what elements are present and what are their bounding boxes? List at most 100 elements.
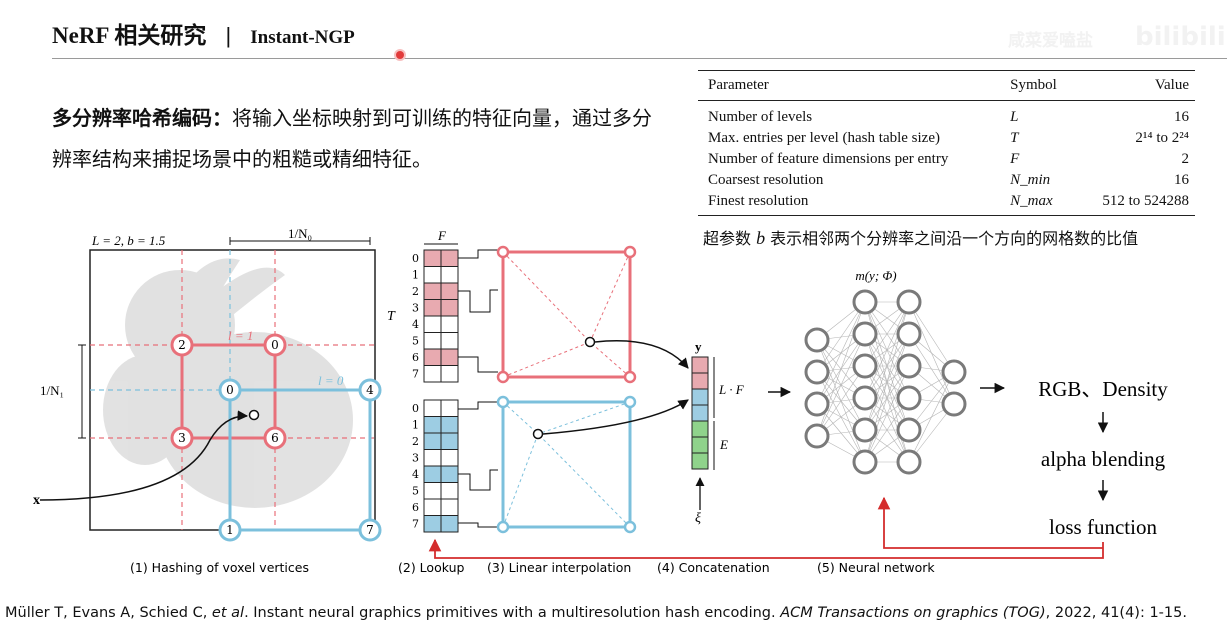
watermark-text: 咸菜爱嗑盐: [1008, 31, 1093, 51]
vector-cell: [691, 372, 709, 390]
citation-title: . Instant neural graphics primitives wit…: [244, 605, 781, 621]
table-cell: [423, 465, 442, 483]
neural-network: m(y; Φ): [804, 268, 1006, 475]
caption-lookup: (2) Lookup: [398, 560, 464, 575]
description-body: 将输入坐标映射到可训练的特征向量，通过多分辨率结构来捕捉场景中的粗糙或精细特征。: [52, 106, 652, 171]
caption-var: b: [756, 228, 766, 248]
network-node: [852, 321, 878, 347]
network-node: [804, 423, 830, 449]
table-cell: [440, 482, 459, 500]
red-vertex-label: 3: [178, 431, 186, 445]
value-cell: 512 to 524288: [1073, 191, 1195, 216]
table-index: 6: [412, 501, 419, 514]
interpolation-panels: [496, 245, 689, 534]
voxel-panel: 2 0 3 6 0 4 1 7 x L = 2, b = 1.5 1/N₀: [33, 226, 382, 542]
mlp-label: m(y; Φ): [855, 268, 896, 283]
red-vertex-label: 6: [271, 431, 279, 445]
symbol-cell: N_max: [1000, 191, 1074, 216]
blue-vertex-label: 1: [226, 523, 234, 537]
table-index: 5: [412, 335, 419, 348]
param-cell: Number of feature dimensions per entry: [708, 151, 949, 167]
network-node: [896, 449, 922, 475]
red-vertex-label: 2: [178, 338, 186, 352]
slide-title: NeRF 相关研究: [52, 23, 207, 48]
vector-cell: [691, 420, 709, 438]
network-node: [804, 359, 830, 385]
table-cell: [440, 465, 459, 483]
red-interp-square: [501, 250, 632, 379]
table-caption: 超参数 b 表示相邻两个分辨率之间沿一个方向的网格数的比值: [703, 225, 1138, 249]
param-cell: Max. entries per level (hash table size): [708, 130, 940, 146]
citation-journal: ACM Transactions on graphics (TOG): [780, 605, 1046, 621]
bilibili-logo: bilibili: [1135, 22, 1226, 52]
red-vertex: [263, 426, 287, 450]
table-row: Number of levels L 16: [698, 101, 1195, 129]
value-cell: 16: [1174, 172, 1189, 188]
n1-label: 1/N₁: [40, 383, 64, 398]
red-to-concat-arrow: [594, 340, 689, 369]
red-interp-point: [584, 336, 596, 348]
vector-cell: [691, 452, 709, 470]
level0-label: l = 0: [318, 373, 344, 388]
table-row: Coarsest resolution N_min 16: [698, 170, 1195, 191]
value-cell: 16: [1174, 109, 1189, 125]
xi-label: ξ: [695, 511, 701, 526]
level1-label: l = 1: [228, 328, 253, 343]
loss-function-label: loss function: [1049, 515, 1157, 539]
network-node: [852, 417, 878, 443]
table-index: 0: [412, 402, 419, 415]
table-cell: [423, 266, 442, 284]
blue-vertex: [218, 518, 242, 542]
table-cell: [440, 299, 459, 317]
output-stack: RGB、Density alpha blending loss function: [1038, 377, 1168, 539]
alpha-blending-label: alpha blending: [1041, 447, 1166, 471]
vector-cell: [691, 404, 709, 422]
table-index: 2: [412, 435, 419, 448]
network-node: [852, 289, 878, 315]
table-index: 3: [412, 452, 419, 465]
table-cell: [440, 365, 459, 383]
table-cell: [423, 482, 442, 500]
caption-neural-network: (5) Neural network: [817, 560, 935, 575]
blue-vertices: 0 4 1 7: [218, 378, 382, 542]
table-cell: [440, 249, 459, 267]
n0-label: 1/N₀: [288, 226, 312, 241]
table-cell: [440, 432, 459, 450]
params-label: L = 2, b = 1.5: [91, 233, 166, 248]
red-vertex: [170, 333, 194, 357]
laser-pointer-dot: [396, 51, 404, 59]
vector-cell: [691, 356, 709, 374]
table-row: Max. entries per level (hash table size)…: [698, 128, 1195, 149]
table-cell: [423, 365, 442, 383]
parameter-table: Parameter Symbol Value Number of levels …: [698, 70, 1195, 216]
symbol-cell: F: [1010, 151, 1020, 167]
table-cell: [423, 399, 442, 417]
concat-vector: y L · F E ξ: [691, 339, 792, 526]
blue-vertex-label: 0: [226, 383, 234, 397]
blue-vertex-label: 7: [366, 523, 374, 537]
caption-hashing: (1) Hashing of voxel vertices: [130, 560, 309, 575]
table-cell: [440, 315, 459, 333]
y-label: y: [695, 339, 702, 354]
table-cell: [423, 515, 442, 533]
slide-subtitle: Instant-NGP: [250, 27, 355, 48]
network-node: [804, 391, 830, 417]
table-index: 3: [412, 302, 419, 315]
citation-rest: , 2022, 41(4): 1-15.: [1045, 605, 1187, 621]
symbol-cell: L: [1010, 109, 1019, 125]
red-vertex: [170, 426, 194, 450]
network-node: [804, 327, 830, 353]
caption-post: 表示相邻两个分辨率之间沿一个方向的网格数的比值: [765, 229, 1139, 248]
symbol-cell: T: [1010, 130, 1019, 146]
description-text: 多分辨率哈希编码：将输入坐标映射到可训练的特征向量，通过多分辨率结构来捕捉场景中…: [52, 98, 652, 180]
table-index: 1: [412, 419, 419, 432]
param-cell: Coarsest resolution: [708, 172, 824, 188]
header-value: Value: [1073, 70, 1195, 101]
blue-vertex: [358, 378, 382, 402]
table-cell: [423, 249, 442, 267]
table-index: 6: [412, 351, 419, 364]
table-index: 7: [412, 518, 419, 531]
table-row: Finest resolution N_max 512 to 524288: [698, 191, 1195, 216]
